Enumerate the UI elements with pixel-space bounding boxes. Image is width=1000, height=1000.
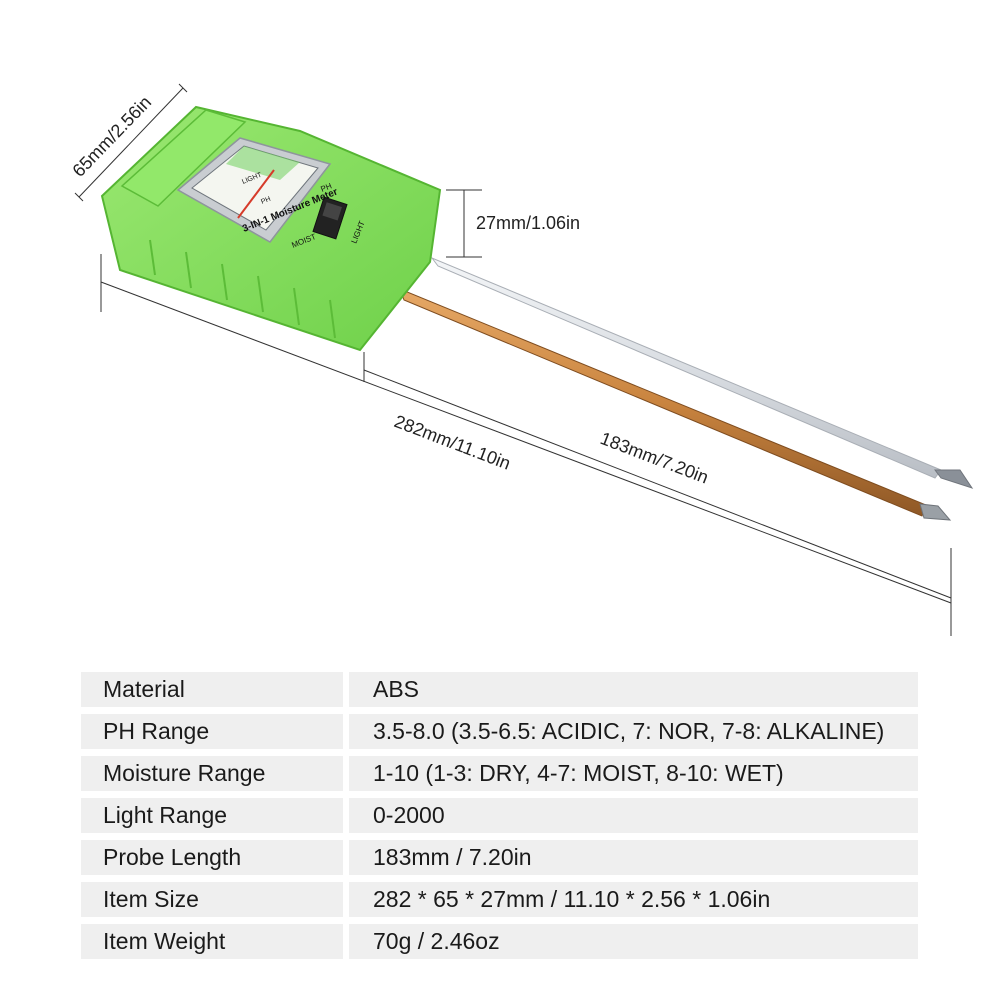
spec-value: 70g / 2.46oz: [349, 924, 918, 959]
spec-value: ABS: [349, 672, 918, 707]
thickness-dimension-label: 27mm/1.06in: [476, 213, 580, 233]
spec-row-item-size: Item Size 282 * 65 * 27mm / 11.10 * 2.56…: [81, 882, 918, 917]
spec-value: 0-2000: [349, 798, 918, 833]
spec-value: 3.5-8.0 (3.5-6.5: ACIDIC, 7: NOR, 7-8: A…: [349, 714, 918, 749]
spec-label: Item Weight: [81, 924, 343, 959]
copper-probe: [399, 288, 952, 521]
spec-table: Material ABS PH Range 3.5-8.0 (3.5-6.5: …: [81, 665, 918, 966]
mode-switch[interactable]: [312, 196, 348, 240]
spec-row-light-range: Light Range 0-2000: [81, 798, 918, 833]
spec-label: Item Size: [81, 882, 343, 917]
product-illustration: 3-IN-1 Moisture Meter LIGHT PH PH MOIST …: [68, 83, 974, 636]
steel-probe: [430, 256, 974, 489]
spec-label: Light Range: [81, 798, 343, 833]
scale-label-ph: PH: [260, 196, 272, 206]
spec-row-moisture-range: Moisture Range 1-10 (1-3: DRY, 4-7: MOIS…: [81, 756, 918, 791]
spec-label: PH Range: [81, 714, 343, 749]
spec-label: Moisture Range: [81, 756, 343, 791]
spec-value: 282 * 65 * 27mm / 11.10 * 2.56 * 1.06in: [349, 882, 918, 917]
width-dimension-line: [74, 83, 188, 202]
spec-row-ph-range: PH Range 3.5-8.0 (3.5-6.5: ACIDIC, 7: NO…: [81, 714, 918, 749]
spec-row-item-weight: Item Weight 70g / 2.46oz: [81, 924, 918, 959]
spec-row-probe-length: Probe Length 183mm / 7.20in: [81, 840, 918, 875]
spec-label: Probe Length: [81, 840, 343, 875]
probe-length-dimension-line: [363, 352, 952, 599]
thickness-dimension-line: [446, 189, 482, 258]
dial-needle: [237, 169, 275, 219]
probe-length-dimension-label: 183mm/7.20in: [598, 428, 712, 488]
spec-value: 183mm / 7.20in: [349, 840, 918, 875]
spec-label: Material: [81, 672, 343, 707]
switch-label-ph: PH: [319, 181, 333, 194]
spec-row-material: Material ABS: [81, 672, 918, 707]
total-length-dimension-line: [100, 254, 952, 636]
spec-value: 1-10 (1-3: DRY, 4-7: MOIST, 8-10: WET): [349, 756, 918, 791]
meter-body: [100, 105, 442, 352]
